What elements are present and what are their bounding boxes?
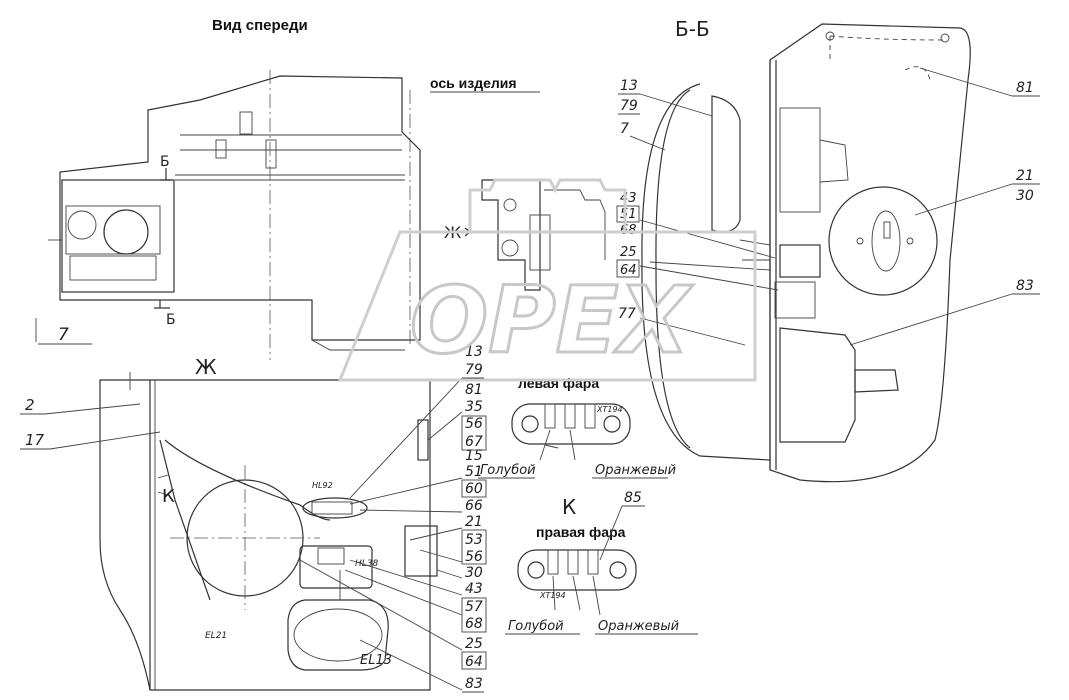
callout-zh-56b: 56 bbox=[465, 549, 483, 565]
ref-el13: EL13 bbox=[360, 653, 392, 668]
callout-zh-60: 60 bbox=[465, 481, 483, 497]
watermark-text: OPEX bbox=[410, 267, 693, 374]
callout-zh-81: 81 bbox=[465, 382, 483, 398]
section-mark-b-top: Б bbox=[160, 154, 170, 170]
ref-hl92: HL92 bbox=[312, 481, 333, 490]
left-headlight-heading: левая фара bbox=[518, 375, 599, 391]
callout-zh-68: 68 bbox=[465, 616, 483, 632]
view-zh-callouts: 2 17 13 79 81 35 56 67 15 51 60 66 21 53… bbox=[20, 344, 487, 693]
wire-right-blue: Голубой bbox=[508, 619, 564, 634]
wire-left-orange: Оранжевый bbox=[595, 463, 676, 478]
callout-bb-7: 7 bbox=[620, 121, 629, 137]
view-zh-drawing: К HL92 HL38 EL21 EL13 bbox=[99, 372, 438, 691]
callout-bb-43: 43 bbox=[620, 191, 637, 206]
watermark-frame bbox=[337, 230, 757, 382]
left-headlight-connector: XT194 Голубой Оранжевый bbox=[478, 403, 676, 479]
callout-right-85: 85 bbox=[624, 490, 642, 506]
ref-xt194-right: XT194 bbox=[539, 591, 566, 600]
callout-bb-30: 30 bbox=[1016, 188, 1034, 204]
callout-bb-81: 81 bbox=[1016, 80, 1034, 96]
section-bb-callouts: 13 79 7 43 51 68 25 64 77 81 21 30 83 bbox=[616, 67, 1040, 346]
front-view-drawing: Б Б Ж 7 bbox=[35, 70, 471, 360]
wire-right-orange: Оранжевый bbox=[598, 619, 679, 634]
callout-zh-17: 17 bbox=[25, 431, 45, 449]
callout-front-7: 7 bbox=[58, 325, 69, 345]
callout-zh-53: 53 bbox=[465, 532, 483, 548]
callout-zh-25: 25 bbox=[465, 636, 483, 652]
section-mark-b-bottom: Б bbox=[166, 312, 176, 328]
section-mark-k: К bbox=[162, 486, 175, 507]
callout-zh-51: 51 bbox=[465, 464, 483, 480]
callout-zh-30: 30 bbox=[465, 565, 483, 581]
callout-bb-77: 77 bbox=[618, 306, 636, 322]
product-axis-label: ось изделия bbox=[430, 75, 517, 91]
callout-zh-79: 79 bbox=[465, 362, 483, 378]
ref-xt194-left: XT194 bbox=[596, 405, 623, 414]
view-zh-heading: Ж bbox=[195, 355, 217, 379]
callout-bb-51: 51 bbox=[620, 207, 637, 222]
callout-bb-13: 13 bbox=[620, 78, 638, 94]
callout-zh-83: 83 bbox=[465, 676, 483, 692]
ref-el21: EL21 bbox=[205, 631, 227, 641]
callout-zh-67: 67 bbox=[465, 434, 483, 450]
callout-zh-15: 15 bbox=[465, 448, 483, 464]
callout-bb-64: 64 bbox=[620, 263, 637, 278]
callout-bb-79: 79 bbox=[620, 98, 638, 114]
mounting-bracket bbox=[481, 179, 606, 291]
wire-left-blue: Голубой bbox=[480, 463, 536, 478]
watermark-crown bbox=[468, 178, 627, 234]
callout-zh-56a: 56 bbox=[465, 416, 483, 432]
ref-hl38: HL38 bbox=[355, 559, 379, 569]
callout-zh-13: 13 bbox=[465, 344, 483, 360]
section-bb-drawing bbox=[641, 23, 971, 483]
front-view-heading: Вид спереди bbox=[212, 17, 308, 34]
watermark: OPEX bbox=[337, 178, 757, 382]
callout-zh-66: 66 bbox=[465, 498, 483, 514]
callout-zh-2: 2 bbox=[25, 396, 35, 414]
section-bb-heading: Б-Б bbox=[675, 17, 710, 41]
callout-zh-43: 43 bbox=[465, 581, 483, 597]
view-k-heading: К bbox=[562, 495, 576, 519]
right-headlight-heading: правая фара bbox=[536, 524, 626, 540]
callout-bb-25: 25 bbox=[620, 245, 637, 260]
callout-zh-35: 35 bbox=[465, 399, 483, 415]
callout-zh-64: 64 bbox=[465, 654, 483, 670]
callout-zh-57: 57 bbox=[465, 599, 483, 615]
callout-bb-83: 83 bbox=[1016, 278, 1034, 294]
callout-zh-21: 21 bbox=[465, 514, 483, 530]
right-headlight-connector: XT194 85 Голубой Оранжевый bbox=[505, 490, 698, 635]
callout-bb-21: 21 bbox=[1016, 168, 1034, 184]
